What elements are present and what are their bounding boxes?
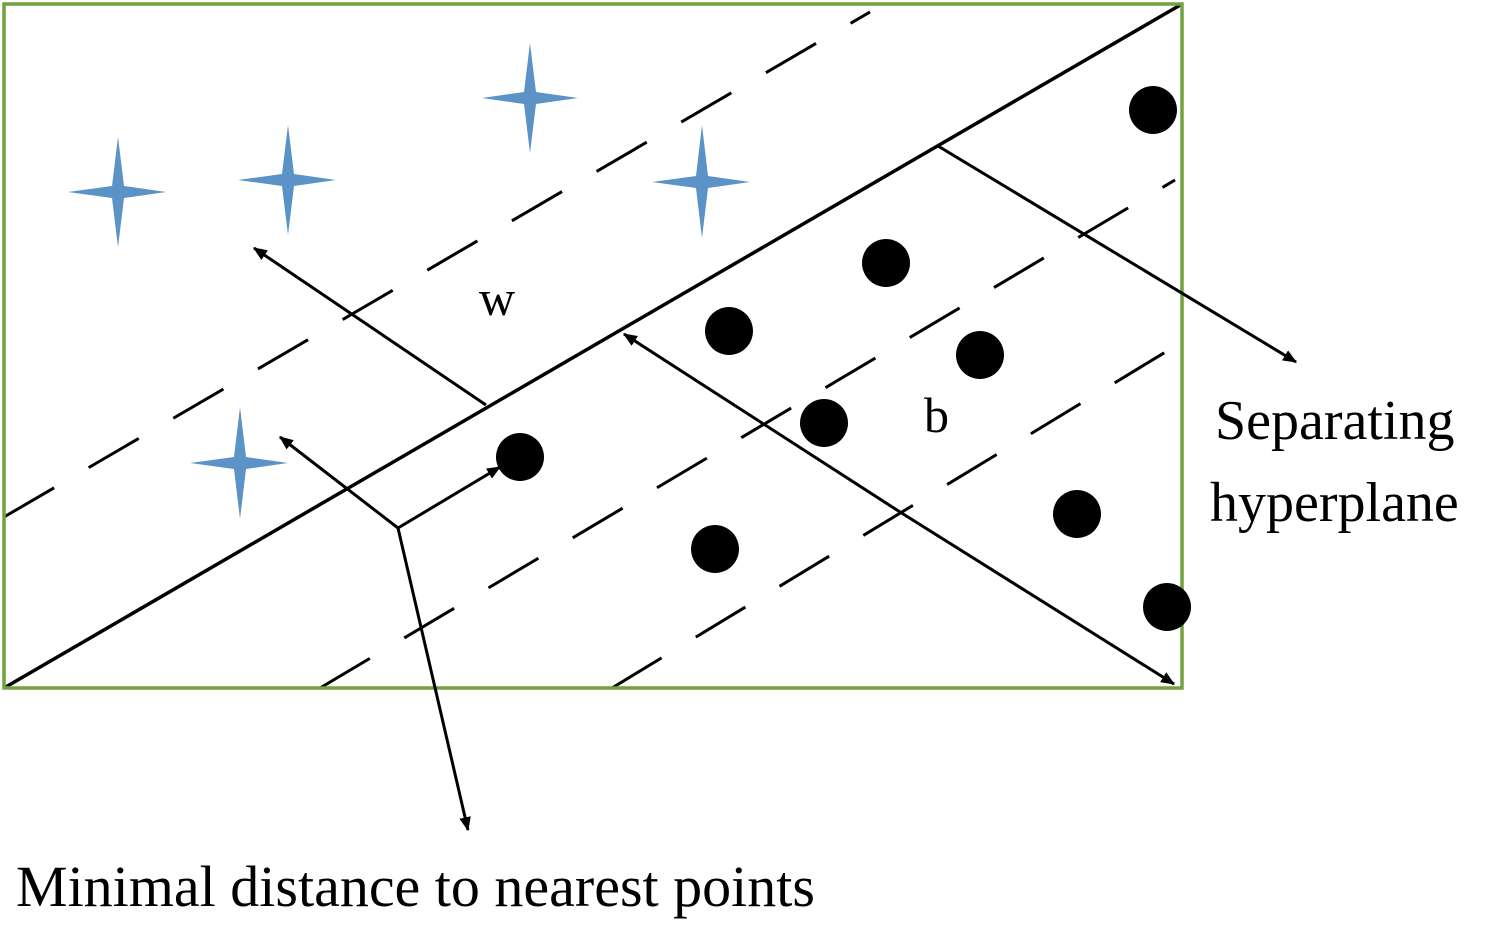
star-marker-icon	[482, 43, 578, 153]
star-marker-icon	[652, 125, 750, 238]
margin-line-upper-outer	[4, 10, 871, 519]
w-label: w	[479, 270, 515, 326]
b-offset-arrow-down	[899, 510, 1175, 686]
class-a-stars	[68, 43, 750, 519]
separating-label-line2: hyperplane	[1210, 472, 1459, 534]
margin-lines	[4, 10, 1182, 688]
margin-line-lower-1	[319, 178, 1176, 688]
minimal-distance-label: Minimal distance to nearest points	[16, 854, 815, 919]
dot-marker-icon	[1129, 86, 1177, 134]
dot-marker-icon	[956, 331, 1004, 379]
star-marker-icon	[68, 137, 166, 247]
dot-marker-icon	[705, 307, 753, 355]
class-b-dots	[496, 86, 1191, 631]
dot-marker-icon	[800, 399, 848, 447]
b-label: b	[924, 387, 949, 443]
dot-marker-icon	[691, 525, 739, 573]
star-marker-icon	[238, 125, 336, 235]
distance-pointer-arrow	[396, 527, 471, 832]
distance-arrow-to-star	[279, 435, 399, 530]
separating-hyperplane-line	[3, 2, 1183, 690]
star-marker-icon	[190, 407, 288, 519]
distance-arrow-to-dot	[397, 465, 502, 530]
w-normal-arrow	[253, 246, 487, 407]
margin-line-lower-2	[611, 340, 1182, 688]
dot-marker-icon	[1143, 583, 1191, 631]
dot-marker-icon	[1053, 490, 1101, 538]
separating-label-line1: Separating	[1215, 390, 1454, 452]
hyperplane-pointer-arrow	[937, 144, 1297, 364]
plot-frame	[2, 2, 1184, 690]
dot-marker-icon	[862, 239, 910, 287]
dot-marker-icon	[496, 433, 544, 481]
annotation-arrows	[253, 144, 1297, 832]
b-offset-arrow-up	[623, 332, 901, 514]
